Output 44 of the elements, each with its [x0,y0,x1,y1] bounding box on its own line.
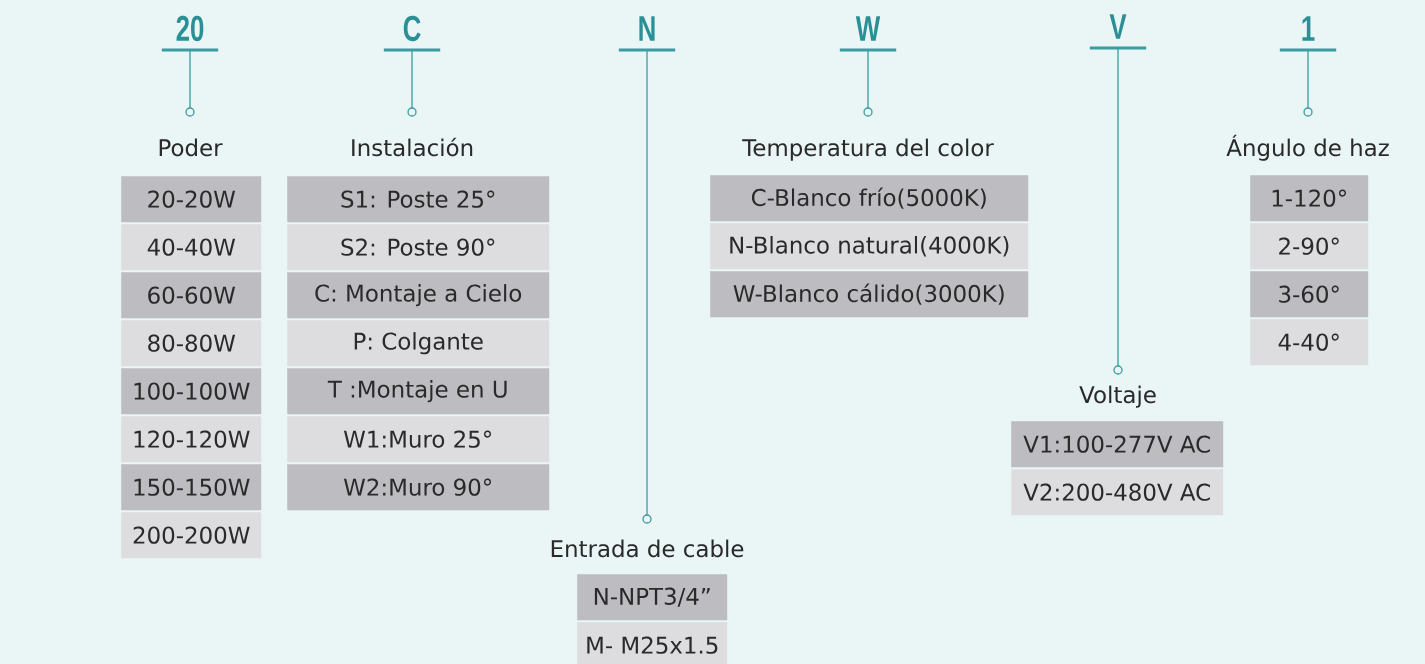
code-letter: V [1089,14,1147,50]
table-cell: S2: Poste 90° [287,224,550,271]
table-cell: W-Blanco cálido(3000K) [710,271,1029,318]
code-letter: W [839,16,897,52]
table-cell: 150-150W [121,464,262,511]
table-cell: 100-100W [121,368,262,415]
category-label: Ángulo de haz [1226,134,1389,161]
table-cell: 4-40° [1250,319,1369,366]
table-cell: 2-90° [1250,223,1369,270]
code-letter: N [618,16,676,52]
table-cell: 120-120W [121,416,262,463]
table-cell: 200-200W [121,512,262,559]
connector-line [189,49,191,109]
connector-line [411,49,413,109]
code-letter: 20 [161,15,219,52]
table-cell: 40-40W [121,224,262,271]
table-cell: N-NPT3/4” [577,574,728,621]
table-cell: C: Montaje a Cielo [287,272,550,319]
table-cell: 80-80W [121,320,262,367]
table-cell: S1: Poste 25° [287,176,550,223]
category-label: Poder [159,138,223,157]
category-label: Temperatura del color [742,138,994,161]
connector-line [867,49,869,109]
category-label: Voltaje [1079,385,1156,408]
table-cell: C-Blanco frío(5000K) [710,175,1029,222]
table-cell: 20-20W [121,176,262,223]
connector-line [1117,47,1119,367]
connector-line [646,49,648,516]
table-cell: 3-60° [1250,271,1369,318]
table-cell: P: Colgante [287,320,550,367]
table-cell: M- M25x1.5 [577,622,728,664]
connector-line [1307,49,1309,109]
table-cell: N-Blanco natural(4000K) [710,223,1029,270]
table-cell: V1:100-277V AC [1011,421,1224,468]
code-letter: C [383,15,441,52]
table-cell: W2:Muro 90° [287,464,550,511]
table-cell: V2:200-480V AC [1011,469,1224,516]
code-letter: 1 [1279,16,1337,52]
category-label: Instalación [352,137,473,157]
table-cell: 60-60W [121,272,262,319]
table-cell: T :Montaje en U [287,368,550,415]
category-label: Entrada de cable [551,539,744,558]
table-cell: W1:Muro 25° [287,416,550,463]
table-cell: 1-120° [1250,175,1369,222]
